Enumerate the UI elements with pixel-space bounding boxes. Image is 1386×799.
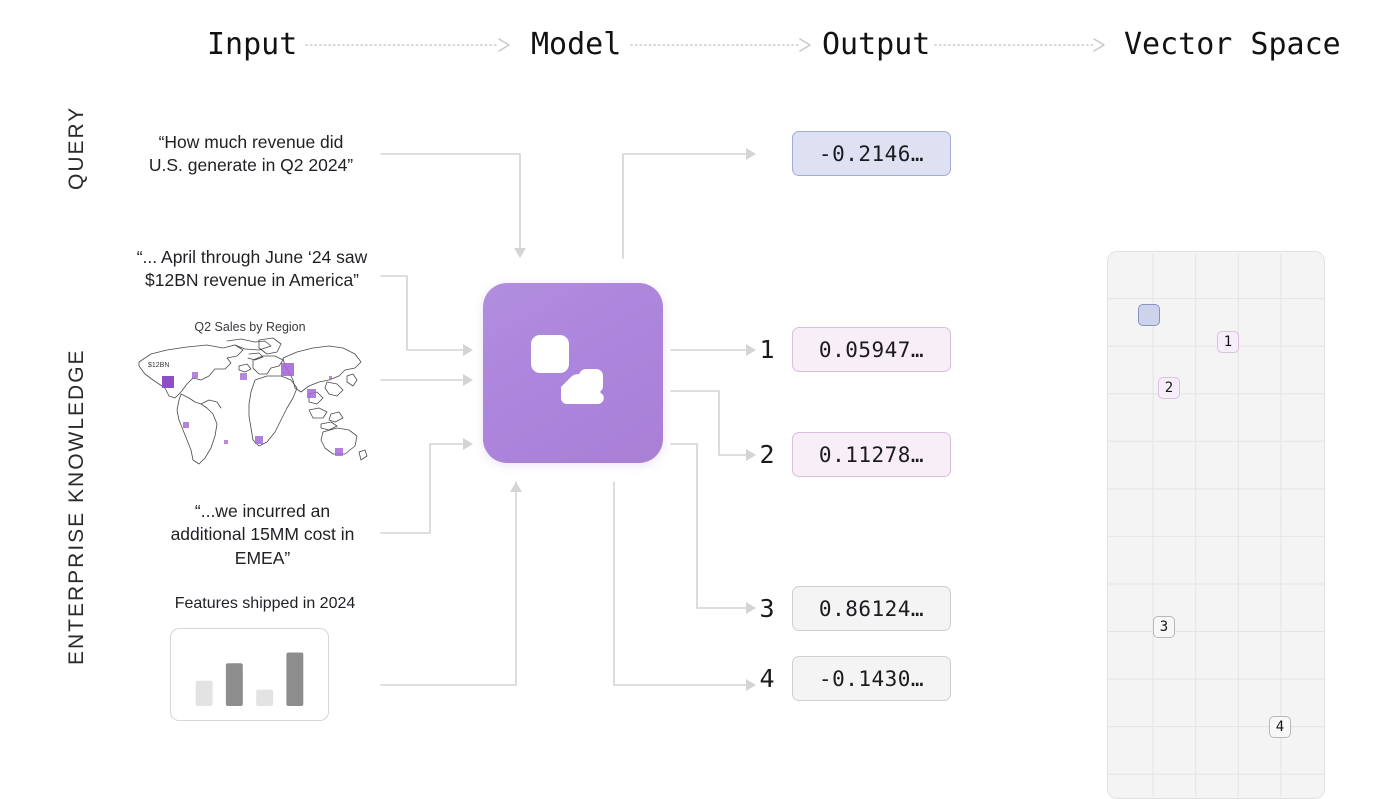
bar-4	[286, 652, 304, 706]
vector-marker-2[interactable]: 2	[1158, 377, 1180, 399]
map-title: Q2 Sales by Region	[194, 320, 306, 334]
header-step-input: Input	[207, 27, 298, 62]
input-document-1-text: “... April through June ‘24 saw $12BN re…	[136, 247, 368, 291]
vector-space-grid	[1108, 253, 1324, 797]
output-index-2: 2	[759, 440, 775, 469]
diagram-canvas: Input Model Output Vector Space QUERY EN…	[65, 27, 1341, 799]
output-row-0: -0.2146…	[756, 131, 951, 176]
vector-space-panel[interactable]: 1 2 3 4	[1107, 251, 1325, 799]
dotted-arrow-right-icon-1	[305, 38, 516, 52]
bar-3	[256, 689, 274, 706]
output-row-2: 2 0.11278…	[756, 432, 951, 477]
header-step-output: Output	[822, 27, 931, 62]
header-step-vector-space: Vector Space	[1124, 27, 1341, 62]
output-row-4: 4 -0.1430…	[756, 656, 951, 701]
output-index-1: 1	[759, 335, 775, 364]
vector-marker-3[interactable]: 3	[1153, 616, 1175, 638]
header-step-model: Model	[531, 27, 622, 62]
model-logo-icon	[531, 335, 604, 404]
chart-caption: Features shipped in 2024	[174, 595, 356, 612]
output-value-0[interactable]: -0.2146…	[792, 131, 951, 176]
output-value-2[interactable]: 0.11278…	[792, 432, 951, 477]
world-map-graphic	[131, 336, 368, 471]
connector-lines	[380, 148, 756, 691]
dotted-arrow-right-icon-2	[630, 38, 821, 52]
model-box	[483, 283, 663, 463]
vector-marker-4[interactable]: 4	[1269, 716, 1291, 738]
vector-marker-query[interactable]	[1138, 304, 1160, 326]
output-index-3: 3	[759, 594, 775, 623]
bar-2	[225, 663, 243, 706]
dotted-arrow-right-icon-3	[934, 38, 1115, 52]
input-document-3-text: “...we incurred an additional 15MM cost …	[170, 501, 355, 568]
bar-1	[195, 680, 213, 706]
output-index-4: 4	[759, 664, 775, 693]
vector-marker-1[interactable]: 1	[1217, 331, 1239, 353]
map-markers	[162, 363, 343, 456]
mini-bar-chart-card	[170, 628, 329, 721]
output-row-1: 1 0.05947…	[756, 327, 951, 372]
output-value-4[interactable]: -0.1430…	[792, 656, 951, 701]
output-value-3[interactable]: 0.86124…	[792, 586, 951, 631]
map-value-label: $12BN	[148, 362, 170, 369]
input-query-text: “How much revenue did U.S. generate in Q…	[148, 132, 354, 176]
output-row-3: 3 0.86124…	[756, 586, 951, 631]
output-value-1[interactable]: 0.05947…	[792, 327, 951, 372]
mini-bar-chart	[195, 652, 304, 706]
